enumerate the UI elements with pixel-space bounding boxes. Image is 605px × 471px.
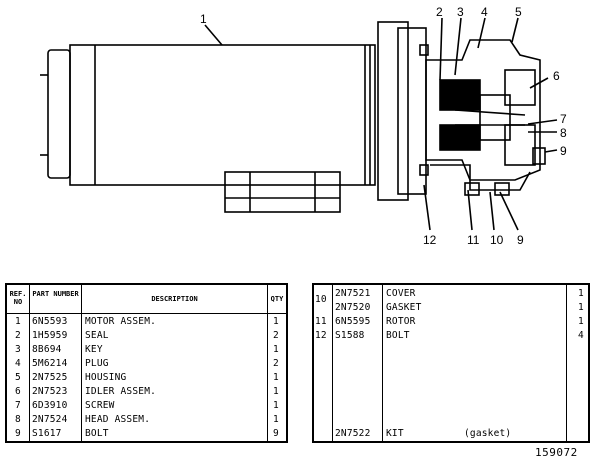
mounting-flange — [377, 21, 409, 201]
callout-12: 12 — [423, 233, 437, 247]
parts-table-left: REF. NO PART NUMBER DESCRIPTION QTY 1 6N… — [5, 283, 288, 443]
callout-2: 2 — [436, 5, 443, 19]
drawing-number: 159072 — [535, 446, 578, 459]
callout-4: 4 — [481, 5, 488, 19]
callout-7: 7 — [560, 112, 567, 126]
callout-5: 5 — [515, 5, 522, 19]
header-part-number: PART NUMBER — [32, 290, 79, 298]
pump-motor-drawing: 1 2 3 4 5 6 7 8 9 12 11 10 9 — [40, 5, 567, 247]
motor-end-cap — [47, 49, 71, 179]
callout-6: 6 — [553, 69, 560, 83]
callout-10: 10 — [490, 233, 504, 247]
header-description: DESCRIPTION — [151, 295, 198, 303]
header-qty: QTY — [270, 295, 284, 303]
callout-3: 3 — [457, 5, 464, 19]
pump-cover — [430, 164, 531, 191]
motor-body — [69, 44, 376, 186]
header-ref-no: REF. NO — [9, 290, 27, 306]
callout-11: 11 — [467, 233, 480, 247]
motor-foot — [224, 171, 341, 213]
callout-9-bottom: 9 — [517, 233, 524, 247]
callout-1: 1 — [200, 12, 207, 26]
callout-8: 8 — [560, 126, 567, 140]
pump-housing — [425, 39, 541, 181]
parts-table-right: 10 2N7521 COVER 1 2N7520 GASKET 1 11 6N5… — [312, 283, 590, 443]
callout-9-right: 9 — [560, 144, 567, 158]
